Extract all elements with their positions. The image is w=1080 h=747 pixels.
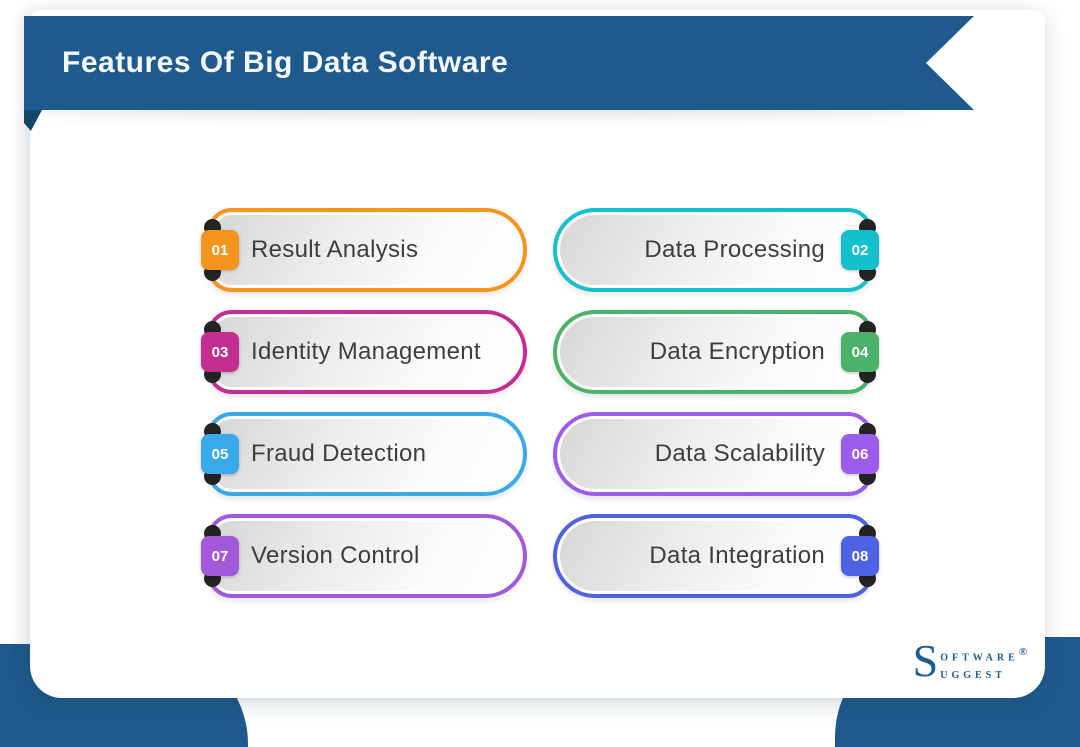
feature-pill-02: 02 Data Processing	[553, 208, 879, 292]
feature-number-badge: 05	[201, 434, 239, 474]
feature-number-badge: 04	[841, 332, 879, 372]
feature-label: Identity Management	[251, 338, 481, 365]
feature-pill-08: 08 Data Integration	[553, 514, 879, 598]
feature-number-badge: 03	[201, 332, 239, 372]
feature-number-badge: 02	[841, 230, 879, 270]
feature-pill-07: 07 Version Control	[201, 514, 527, 598]
logo-line-1: oftware®	[940, 646, 1027, 665]
logo-initial: S	[912, 635, 939, 687]
feature-label: Version Control	[251, 542, 420, 569]
softwaresuggest-logo: S oftware® uggest	[912, 635, 1027, 687]
logo-line-2: uggest	[940, 667, 1006, 682]
features-grid: 01 Result Analysis 02 Data Processing 03…	[201, 208, 879, 598]
feature-pill-01: 01 Result Analysis	[201, 208, 527, 292]
feature-pill-04: 04 Data Encryption	[553, 310, 879, 394]
feature-label: Fraud Detection	[251, 440, 427, 467]
title-banner: Features Of Big Data Software	[24, 16, 974, 110]
feature-pill-06: 06 Data Scalability	[553, 412, 879, 496]
feature-number-badge: 07	[201, 536, 239, 576]
logo-words: oftware® uggest	[940, 644, 1027, 683]
feature-label: Data Scalability	[654, 440, 825, 467]
feature-number-badge: 08	[841, 536, 879, 576]
feature-number-badge: 01	[201, 230, 239, 270]
feature-label: Data Processing	[644, 236, 825, 263]
feature-label: Data Integration	[649, 542, 825, 569]
feature-pill-05: 05 Fraud Detection	[201, 412, 527, 496]
feature-label: Result Analysis	[251, 236, 419, 263]
feature-label: Data Encryption	[649, 338, 825, 365]
registered-mark: ®	[1018, 646, 1027, 659]
feature-pill-03: 03 Identity Management	[201, 310, 527, 394]
page-title: Features Of Big Data Software	[62, 46, 509, 79]
feature-number-badge: 06	[841, 434, 879, 474]
